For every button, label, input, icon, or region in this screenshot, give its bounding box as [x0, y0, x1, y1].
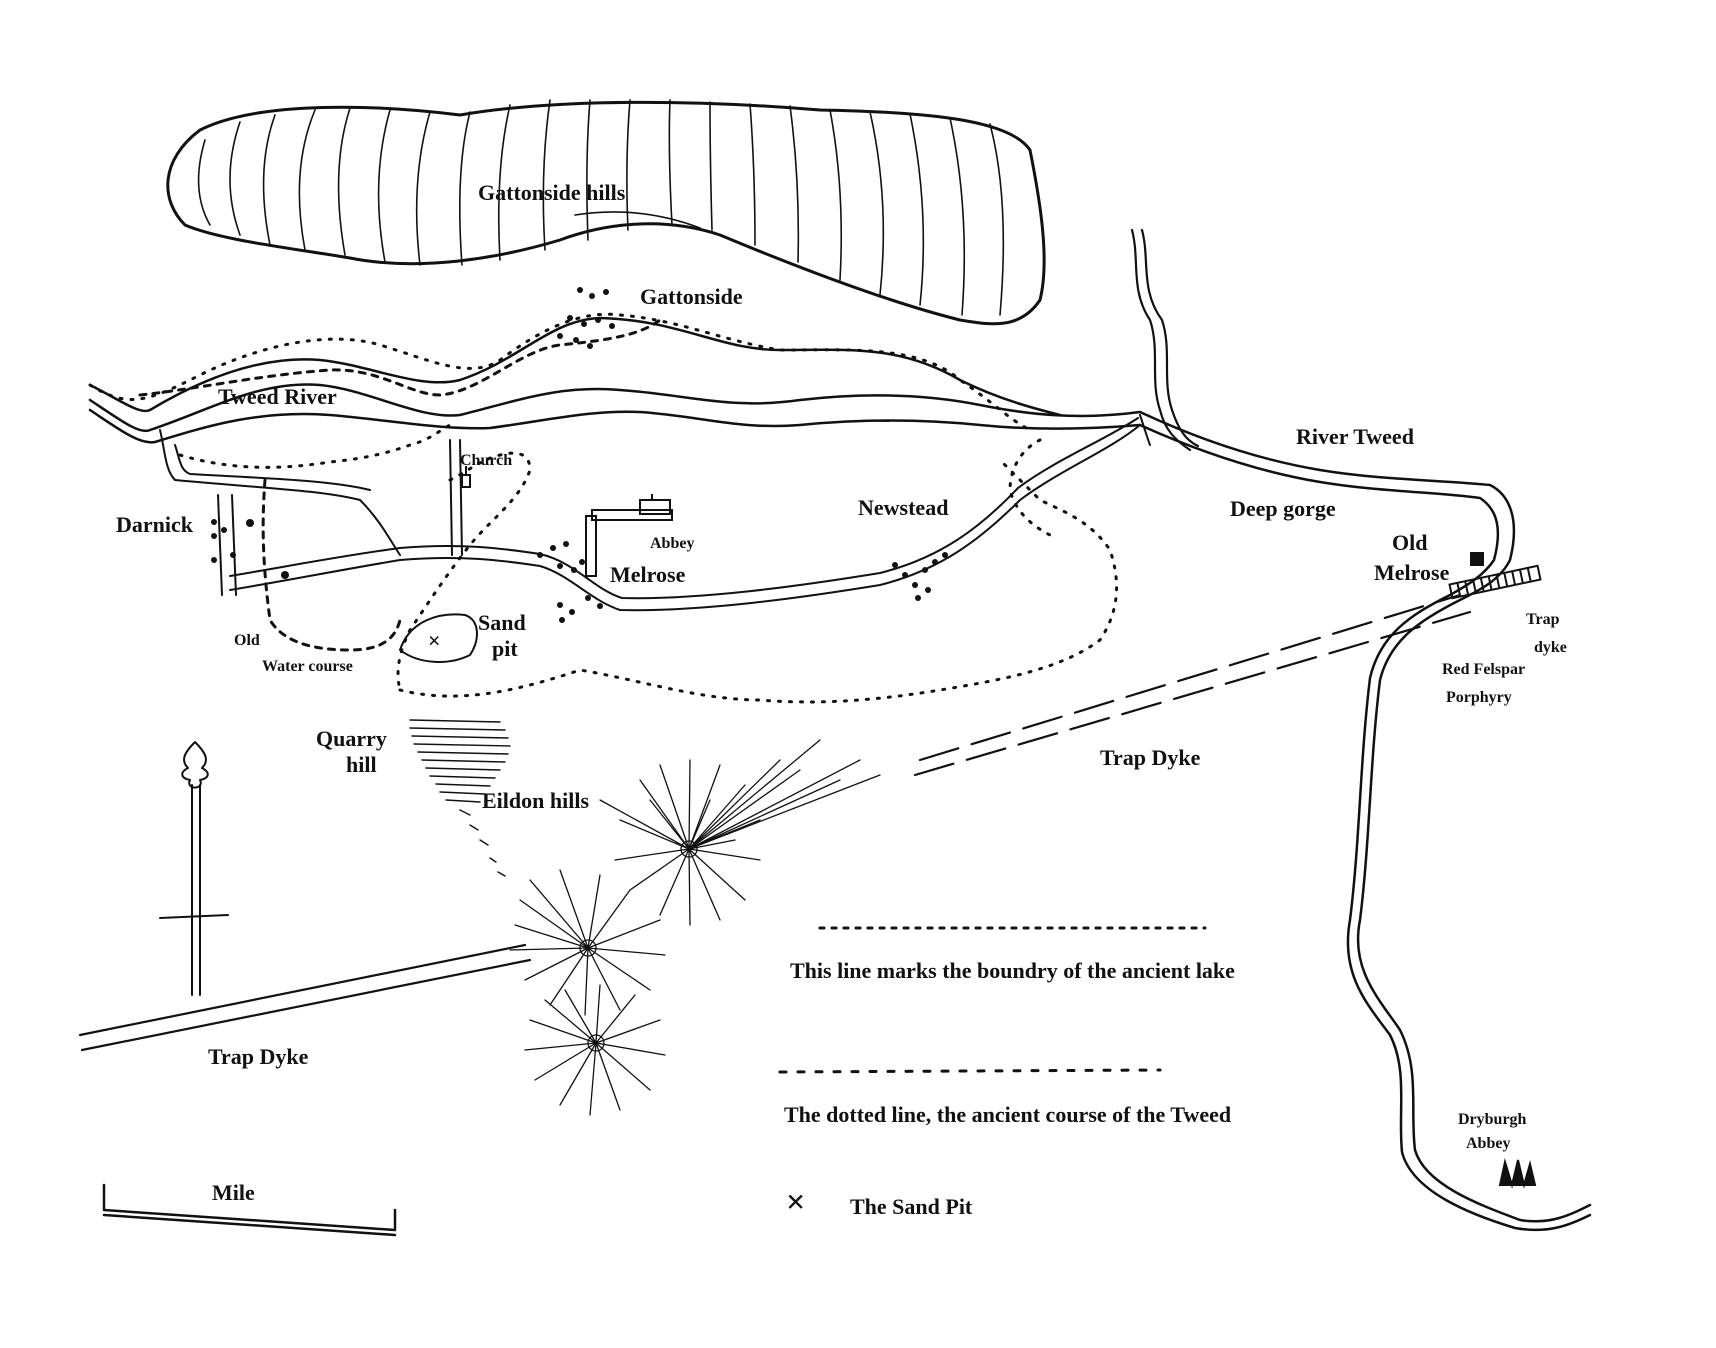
label-darnick: Darnick: [116, 512, 194, 537]
label-river-tweed: River Tweed: [1296, 424, 1414, 449]
settlements: [211, 519, 948, 623]
ancient-tweed-course: [138, 318, 662, 652]
label-old-melrose-2: Melrose: [1374, 560, 1450, 585]
label-gattonside: Gattonside: [640, 284, 743, 309]
legend-course-symbol: [778, 1068, 1162, 1074]
label-trap-dyke-west: Trap Dyke: [208, 1044, 309, 1069]
trap-dyke-line-east: [913, 593, 1472, 777]
label-quarry: Quarry: [316, 726, 387, 751]
sand-pit-outline: [399, 613, 478, 663]
legend-sand-pit-symbol: ×: [786, 1184, 805, 1221]
abbey-icon: [585, 494, 673, 577]
eildon-hills-drawing: [509, 739, 881, 1116]
label-trap-dyke-east: Trap Dyke: [1100, 745, 1201, 770]
river-tweed-east: [1138, 410, 1592, 1232]
scale-bar-icon: [102, 1183, 397, 1237]
label-old-melrose-1: Old: [1392, 530, 1427, 555]
label-dryburgh-1: Dryburgh: [1458, 1111, 1527, 1128]
label-trap-small-2: dyke: [1534, 639, 1567, 656]
roads: [159, 414, 1151, 612]
label-church: Church: [460, 452, 512, 469]
trap-dyke-bar: [1448, 552, 1542, 600]
legend-lake-text: This line marks the boundry of the ancie…: [790, 958, 1235, 983]
label-old-water-1: Old: [234, 632, 260, 649]
gattonside-hills-drawing: [166, 99, 1046, 326]
legend-course-text: The dotted line, the ancient course of t…: [784, 1102, 1231, 1127]
label-abbey: Abbey: [650, 535, 694, 552]
quarry-hill-drawing: [409, 719, 511, 877]
label-hill: hill: [346, 752, 377, 777]
label-trap-small-1: Trap: [1526, 611, 1560, 628]
label-eildon-hills: Eildon hills: [482, 788, 589, 813]
label-red-felspar-2: Porphyry: [1446, 689, 1512, 706]
trap-dyke-line-west: [78, 943, 532, 1052]
label-mile: Mile: [212, 1180, 255, 1205]
label-deep-gorge: Deep gorge: [1230, 496, 1336, 521]
north-arrow-icon: [159, 741, 229, 996]
label-newstead: Newstead: [858, 495, 948, 520]
sand-pit-mark: ×: [428, 628, 441, 653]
label-sand: Sand: [478, 610, 526, 635]
tweed-river-drawing: [88, 316, 1142, 444]
label-gattonside-hills: Gattonside hills: [478, 180, 626, 205]
label-tweed-river: Tweed River: [218, 384, 337, 409]
church-icon: [461, 466, 471, 488]
label-pit: pit: [492, 636, 518, 661]
label-red-felspar-1: Red Felspar: [1442, 661, 1525, 678]
label-dryburgh-2: Abbey: [1466, 1135, 1510, 1152]
dryburgh-abbey-icon: [1498, 1158, 1537, 1189]
label-melrose: Melrose: [610, 562, 686, 587]
legend-sand-pit-text: The Sand Pit: [850, 1194, 973, 1219]
tributary-stream-bank: [1140, 228, 1200, 448]
label-old-water-2: Water course: [262, 658, 353, 675]
ancient-lake-boundary: [88, 312, 1119, 704]
tributary-stream: [1130, 228, 1192, 452]
gattonside-village: [557, 287, 615, 349]
